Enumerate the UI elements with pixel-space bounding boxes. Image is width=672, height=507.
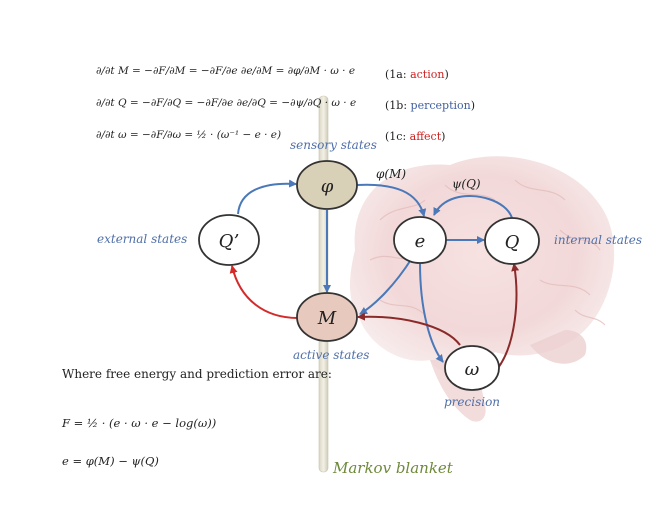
equation-label-perception: (1b: perception) [385,99,475,112]
arrow-sensory-to-e [356,183,427,217]
label-suffix: ) [470,99,476,112]
node-active: M [296,292,358,342]
arrow-precision-to-internal [497,263,520,369]
arrow-e-to-active [359,257,413,315]
label-prefix: (1a: [385,68,411,81]
node-internal: Q [484,217,540,265]
equation-affect: ∂/∂t ω = −∂F/∂ω = ½ · (ω⁻¹ − e · e) [96,129,282,141]
arrow-internal-to-e [433,195,513,219]
equation-perception: ∂/∂t Q = −∂F/∂Q = −∂F/∂e ∂e/∂Q = −∂ψ/∂Q … [96,97,357,109]
label-suffix: ) [444,68,449,81]
equation-action: ∂/∂t M = −∂F/∂M = −∂F/∂e ∂e/∂M = ∂φ/∂M ·… [96,65,356,77]
node-precision: ω [444,345,500,391]
label-term-action: action [410,68,445,81]
arrow-e-to-precision [419,262,444,363]
label-term-perception: perception [410,99,471,112]
label-internal-states: internal states [554,233,642,247]
free-energy-intro: Where free energy and prediction error a… [62,367,332,381]
node-external: Q’ [198,214,260,266]
equation-label-action: (1a: action) [385,68,449,81]
arrow-active-to-external [229,265,299,319]
label-markov-blanket: Markov blanket [333,459,453,477]
label-suffix: ) [441,130,446,143]
formula-free-energy: F = ½ · (e · ω · e − log(ω)) [62,416,217,430]
label-prefix: (1c: [385,130,410,143]
node-label-q-prime: Q’ [219,231,240,252]
equation-label-affect: (1c: affect) [385,130,445,143]
node-label-omega: ω [465,359,480,380]
label-active-states: active states [293,348,370,362]
node-sensory: φ [296,160,358,210]
arrow-label-psi-of-q: ψ(Q) [452,177,481,191]
node-label-m: M [317,308,337,329]
label-term-affect: affect [409,130,442,143]
label-prefix: (1b: [385,99,411,112]
label-external-states: external states [97,232,188,246]
label-precision: precision [444,395,501,409]
node-label-phi: φ [321,176,334,197]
arrow-label-phi-of-m: φ(M) [376,167,406,181]
label-sensory-states: sensory states [290,138,377,152]
arrow-external-to-sensory [237,179,297,215]
node-label-q: Q [505,232,520,253]
formula-prediction-error: e = φ(M) − ψ(Q) [62,454,159,468]
arrow-precision-to-active [357,312,461,346]
node-label-e: e [415,231,426,252]
node-e: e [393,216,447,264]
